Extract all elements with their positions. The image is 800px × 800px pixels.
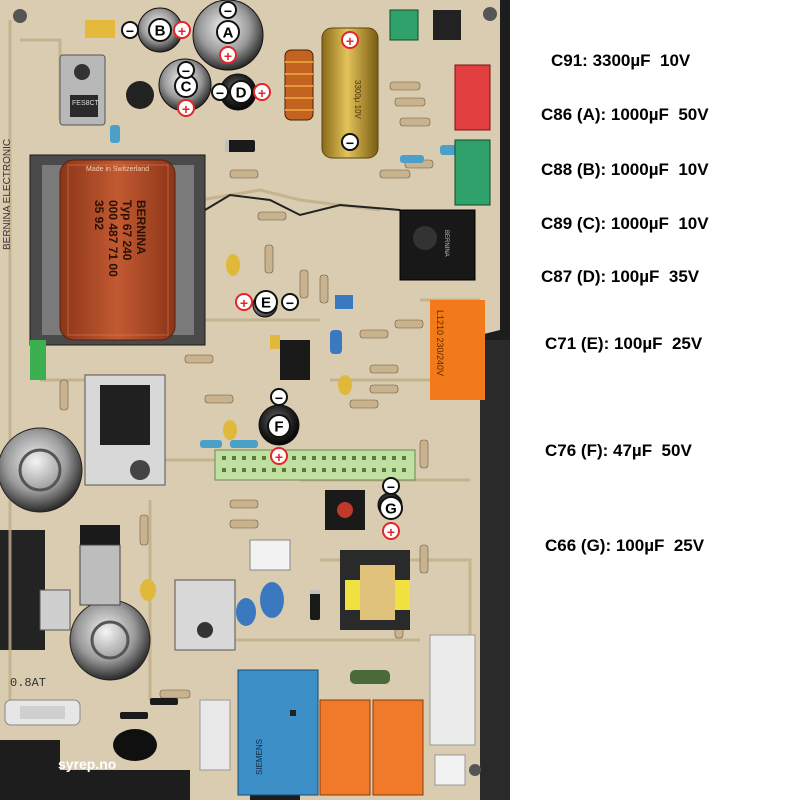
- marker-letter-d: [229, 80, 253, 104]
- minus-polarity-icon: [341, 133, 359, 151]
- minus-polarity-icon: [382, 477, 400, 495]
- plus-polarity-icon: +: [275, 449, 283, 465]
- marker-letter-text: F: [274, 419, 283, 436]
- marker-letter-g: [379, 496, 403, 520]
- minus-polarity-icon: −: [387, 479, 395, 495]
- legend-c86: C86 (A): 1000µF 50V: [541, 105, 709, 124]
- minus-polarity-icon: −: [275, 390, 283, 406]
- marker-letter-text: G: [385, 501, 397, 518]
- plus-polarity-icon: [219, 46, 237, 64]
- minus-polarity-icon: −: [126, 23, 134, 39]
- pcb-photo: FES8CT 3300µ 10V: [0, 0, 510, 800]
- svg-text:SIEMENS: SIEMENS: [255, 739, 264, 775]
- plus-polarity-icon: +: [346, 33, 354, 49]
- marker-letter-a: [216, 20, 240, 44]
- plus-polarity-icon: [270, 447, 288, 465]
- plus-polarity-icon: +: [258, 85, 266, 101]
- plus-polarity-icon: [177, 99, 195, 117]
- transformer-made-in-label: Made in Switzerland: [86, 166, 150, 173]
- legend-c89: C89 (C): 1000µF 10V: [541, 214, 709, 233]
- legend-c66: C66 (G): 100µF 25V: [545, 536, 705, 555]
- marker-letter-text: C: [181, 79, 192, 96]
- minus-polarity-icon: [177, 61, 195, 79]
- legend-c71: C71 (E): 100µF 25V: [545, 334, 703, 353]
- svg-text:BERNINA: BERNINA: [443, 230, 449, 257]
- plus-polarity-icon: +: [178, 23, 186, 39]
- marker-letter-f: [267, 414, 291, 438]
- minus-polarity-icon: [270, 388, 288, 406]
- minus-polarity-icon: [121, 21, 139, 39]
- legend-c87: C87 (D): 100µF 35V: [541, 267, 700, 286]
- minus-polarity-icon: −: [216, 85, 224, 101]
- pcb-drawing: FES8CT 3300µ 10V: [0, 0, 510, 800]
- marker-letter-b: [148, 18, 172, 42]
- legend-c91: C91: 3300µF 10V: [551, 51, 691, 70]
- minus-polarity-icon: −: [346, 135, 354, 151]
- marker-letter-text: E: [261, 295, 271, 312]
- svg-text:FES8CT: FES8CT: [72, 100, 100, 107]
- minus-polarity-icon: [211, 83, 229, 101]
- minus-polarity-icon: [219, 1, 237, 19]
- photo-credit: syrep.no: [58, 756, 117, 772]
- plus-polarity-icon: [341, 31, 359, 49]
- plus-polarity-icon: [382, 522, 400, 540]
- marker-letter-text: B: [155, 23, 166, 40]
- minus-polarity-icon: −: [224, 3, 232, 19]
- plus-polarity-icon: +: [182, 101, 190, 117]
- plus-polarity-icon: [253, 83, 271, 101]
- legend-c88: C88 (B): 1000µF 10V: [541, 160, 709, 179]
- marker-letter-text: D: [236, 85, 247, 102]
- plus-polarity-icon: [173, 21, 191, 39]
- minus-polarity-icon: [281, 293, 299, 311]
- minus-polarity-icon: −: [286, 295, 294, 311]
- plus-polarity-icon: +: [224, 48, 232, 64]
- marker-letter-text: A: [223, 25, 234, 42]
- plus-polarity-icon: +: [387, 524, 395, 540]
- minus-polarity-icon: −: [182, 63, 190, 79]
- legend-c76: C76 (F): 47µF 50V: [545, 441, 692, 460]
- marker-layer: A+−B+−C+−D+−E+−F+−G+−+−: [121, 1, 403, 540]
- marker-letter-e: [254, 290, 278, 314]
- plus-polarity-icon: +: [240, 295, 248, 311]
- plus-polarity-icon: [235, 293, 253, 311]
- fuse-rating-label: 0.8AT: [10, 676, 47, 690]
- svg-text:3300µ 10V: 3300µ 10V: [353, 80, 362, 120]
